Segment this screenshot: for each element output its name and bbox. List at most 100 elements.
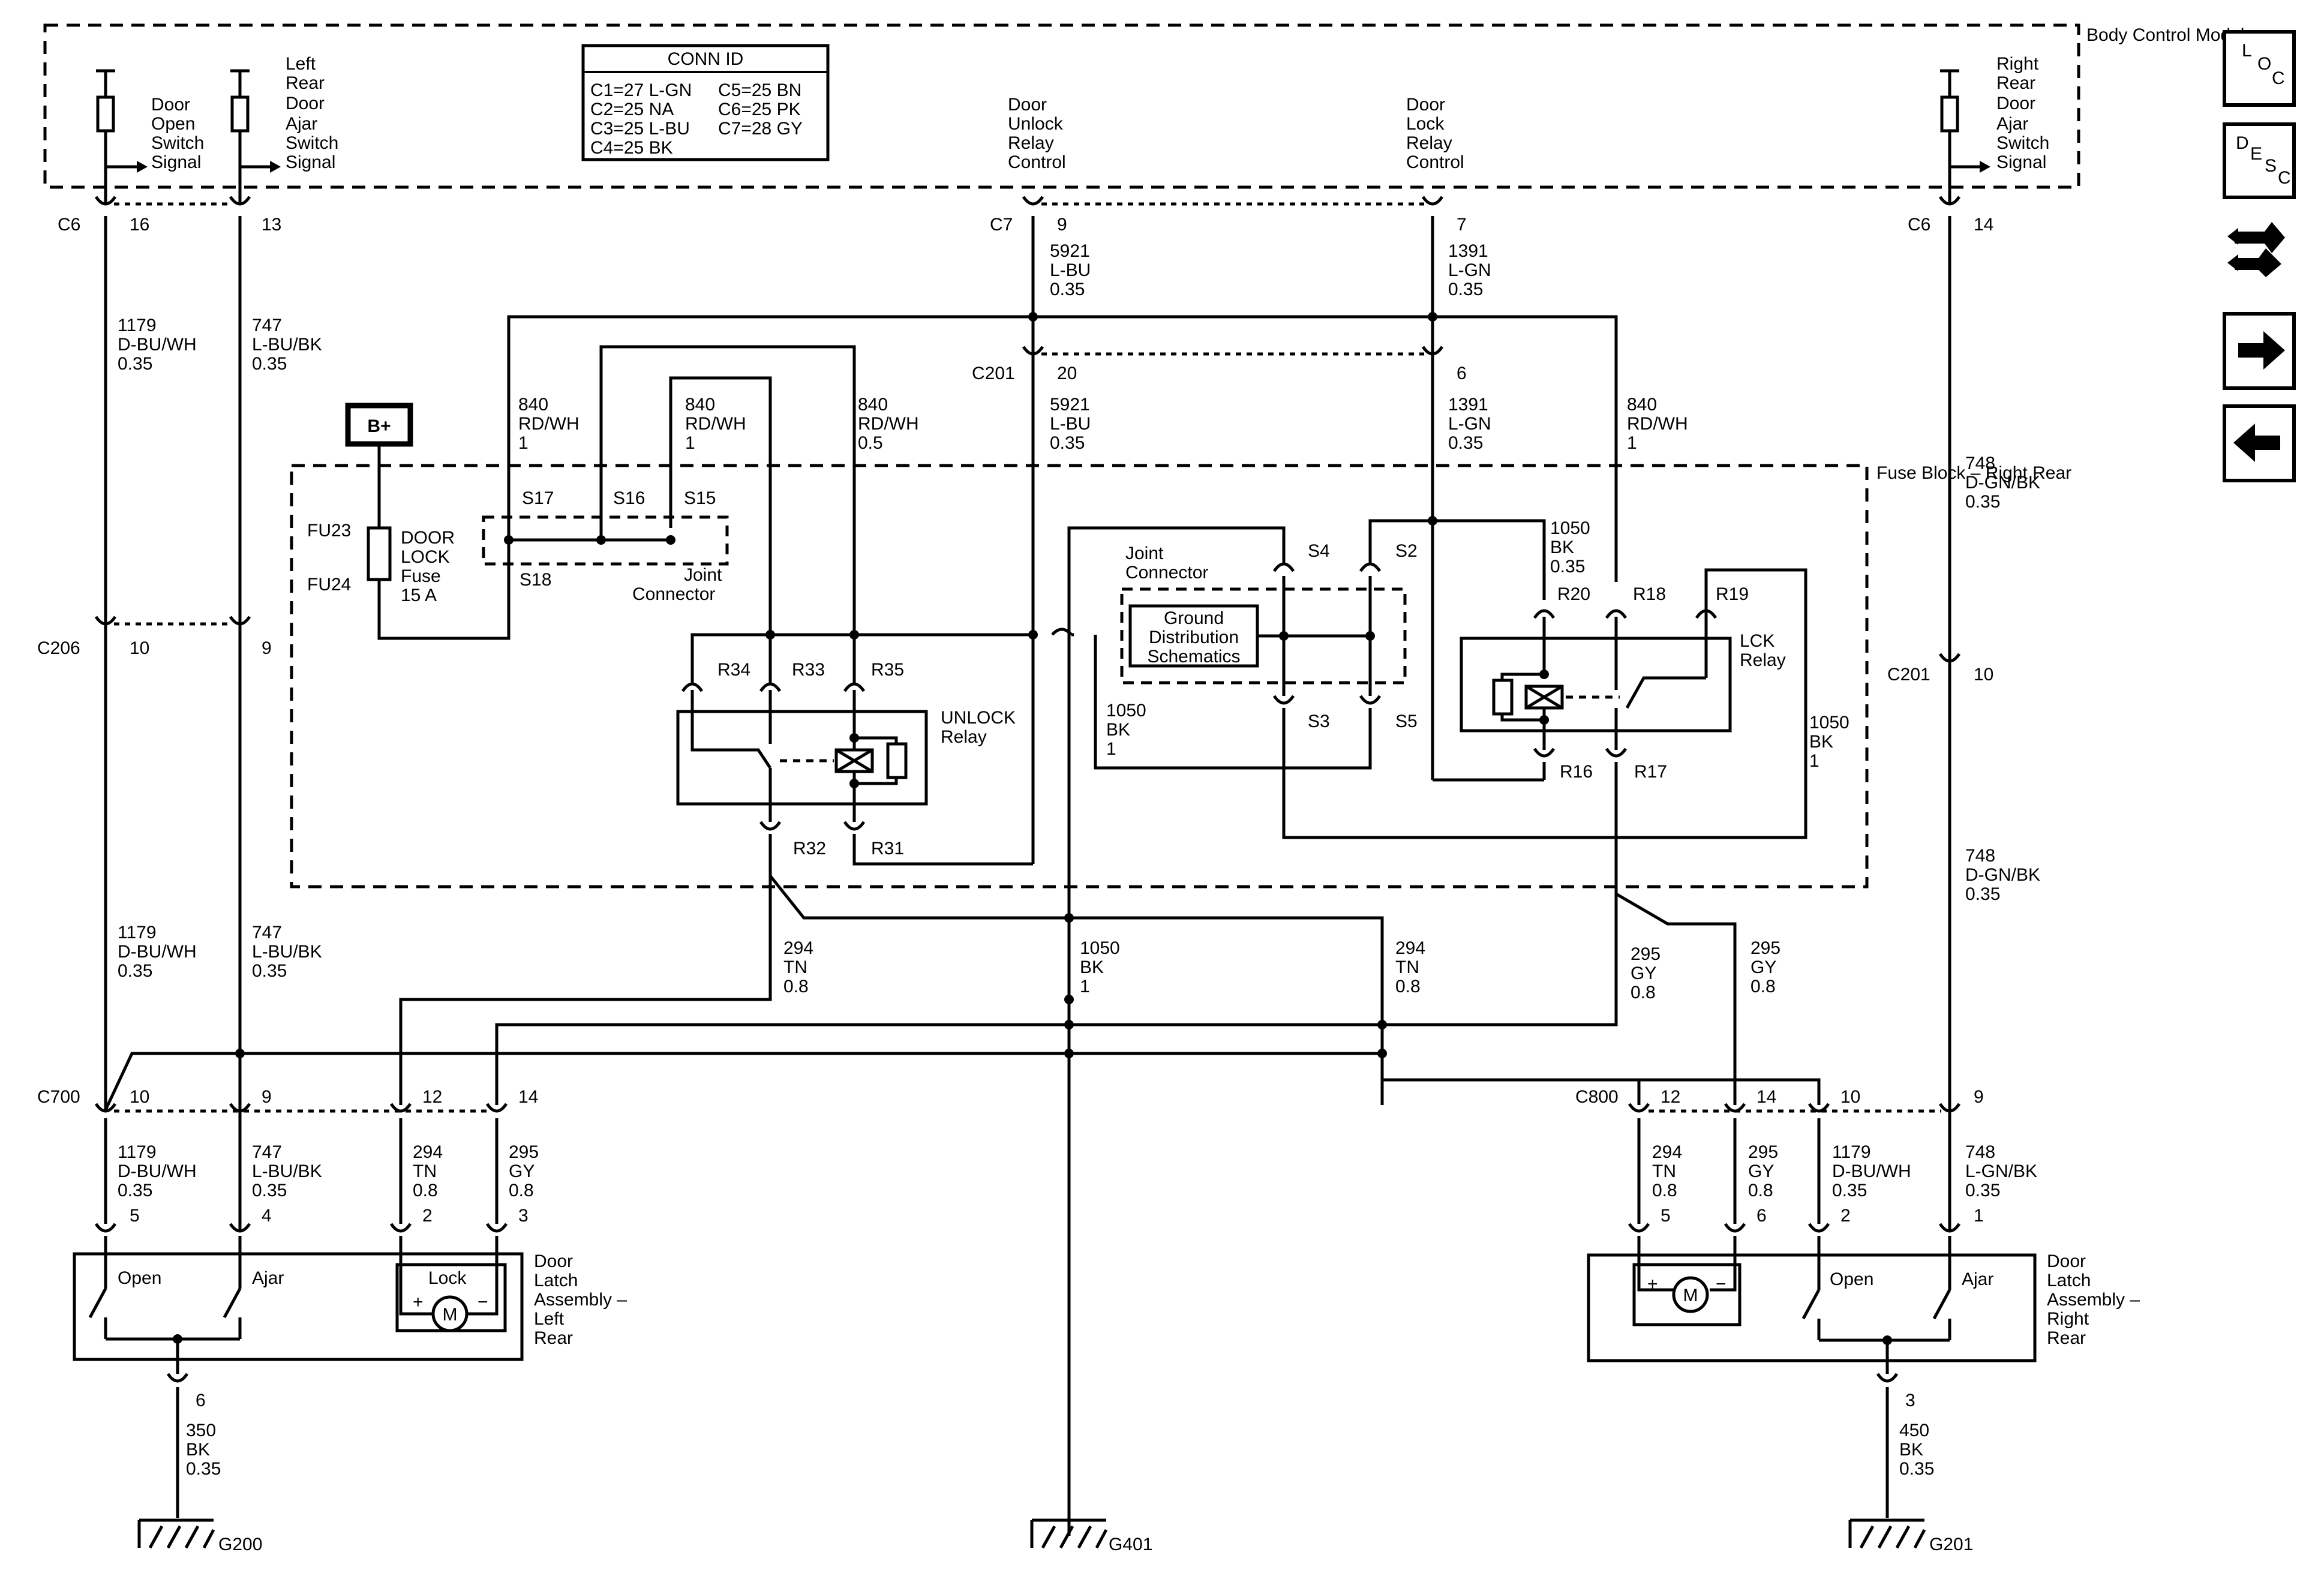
svg-text:9: 9 xyxy=(1974,1087,1984,1107)
location-button[interactable]: L O C xyxy=(2223,30,2296,107)
bcm-outline xyxy=(43,23,2080,189)
motor-left-minus: − xyxy=(478,1292,488,1312)
motor-left-label: M xyxy=(443,1305,458,1325)
svg-text:9: 9 xyxy=(262,638,272,658)
splice-s3: S3 xyxy=(1308,712,1330,731)
svg-text:1: 1 xyxy=(1974,1206,1984,1226)
motor-right xyxy=(1672,1276,1709,1313)
connector-label-c201-right: C201 xyxy=(1887,665,1930,685)
svg-text:13: 13 xyxy=(262,215,281,235)
conn-id-row: C5=25 BN xyxy=(718,80,801,100)
ground-label-g200: G200 xyxy=(218,1535,262,1554)
motor-right-minus: − xyxy=(1716,1274,1727,1294)
splice-s17: S17 xyxy=(522,488,554,508)
connector-view-button[interactable] xyxy=(2223,214,2296,280)
svg-text:5: 5 xyxy=(1661,1206,1671,1226)
svg-text:14: 14 xyxy=(1756,1087,1776,1107)
svg-text:20: 20 xyxy=(1057,364,1077,383)
motor-right-plus: + xyxy=(1647,1274,1658,1294)
connector-label-c201: C201 xyxy=(972,364,1015,383)
splice-s16: S16 xyxy=(613,488,645,508)
fuse-label-fu24: FU24 xyxy=(307,575,351,595)
lck-pin-r20: R20 xyxy=(1557,584,1590,604)
description-button[interactable]: D E S C xyxy=(2223,122,2296,199)
motor-right-label: M xyxy=(1683,1286,1698,1305)
desc-letter: S xyxy=(2265,156,2277,176)
svg-text:6: 6 xyxy=(1457,364,1467,383)
svg-text:9: 9 xyxy=(1057,215,1067,235)
next-page-button[interactable] xyxy=(2223,312,2296,390)
lck-relay-pins xyxy=(1492,609,1718,758)
latch-left-lock: Lock xyxy=(428,1268,467,1288)
ground-label-g201: G201 xyxy=(1929,1535,1973,1554)
unlock-relay-pins xyxy=(681,682,908,831)
unlock-pin-r33: R33 xyxy=(792,660,825,680)
bcm-pullup-right xyxy=(1940,69,1990,204)
fuse-block-label: Fuse Block – Right Rear xyxy=(1876,463,2071,483)
svg-text:9: 9 xyxy=(262,1087,272,1107)
svg-text:14: 14 xyxy=(1974,215,1993,235)
conn-id-row: C7=28 GY xyxy=(718,119,803,139)
conn-id-row: C2=25 NA xyxy=(590,100,674,119)
svg-text:3: 3 xyxy=(1905,1391,1915,1410)
svg-text:2: 2 xyxy=(422,1206,433,1226)
svg-text:12: 12 xyxy=(1661,1087,1680,1107)
connector-label-c700: C700 xyxy=(37,1087,80,1107)
conn-id-title: CONN ID xyxy=(668,49,744,69)
connector-label-c800: C800 xyxy=(1575,1087,1619,1107)
conn-id-row: C1=27 L-GN xyxy=(590,80,692,100)
conn-id-box xyxy=(581,44,830,161)
lck-pin-r16: R16 xyxy=(1560,762,1593,782)
svg-text:10: 10 xyxy=(130,638,149,658)
connector-label-c206: C206 xyxy=(37,638,80,658)
previous-page-button[interactable] xyxy=(2223,404,2296,482)
svg-text:10: 10 xyxy=(1974,665,1993,685)
unlock-pin-r35: R35 xyxy=(871,660,904,680)
door-lock-fuse xyxy=(367,526,392,581)
bcm-pullup-left-2 xyxy=(230,69,281,204)
svg-text:6: 6 xyxy=(1756,1206,1767,1226)
unlock-pin-r31: R31 xyxy=(871,839,904,858)
svg-text:10: 10 xyxy=(1840,1087,1860,1107)
svg-text:4: 4 xyxy=(262,1206,272,1226)
loc-letter: L xyxy=(2242,41,2252,61)
conn-id-row: C4=25 BK xyxy=(590,138,673,158)
fuse-label-fu23: FU23 xyxy=(307,521,351,541)
ground-symbol-g201 xyxy=(1848,1518,1926,1549)
svg-text:5: 5 xyxy=(130,1206,140,1226)
latch-right-ajar: Ajar xyxy=(1962,1269,1993,1289)
connector-label-c7: C7 xyxy=(990,215,1013,235)
lck-pin-r17: R17 xyxy=(1634,762,1667,782)
ground-distribution-box xyxy=(1128,604,1259,668)
